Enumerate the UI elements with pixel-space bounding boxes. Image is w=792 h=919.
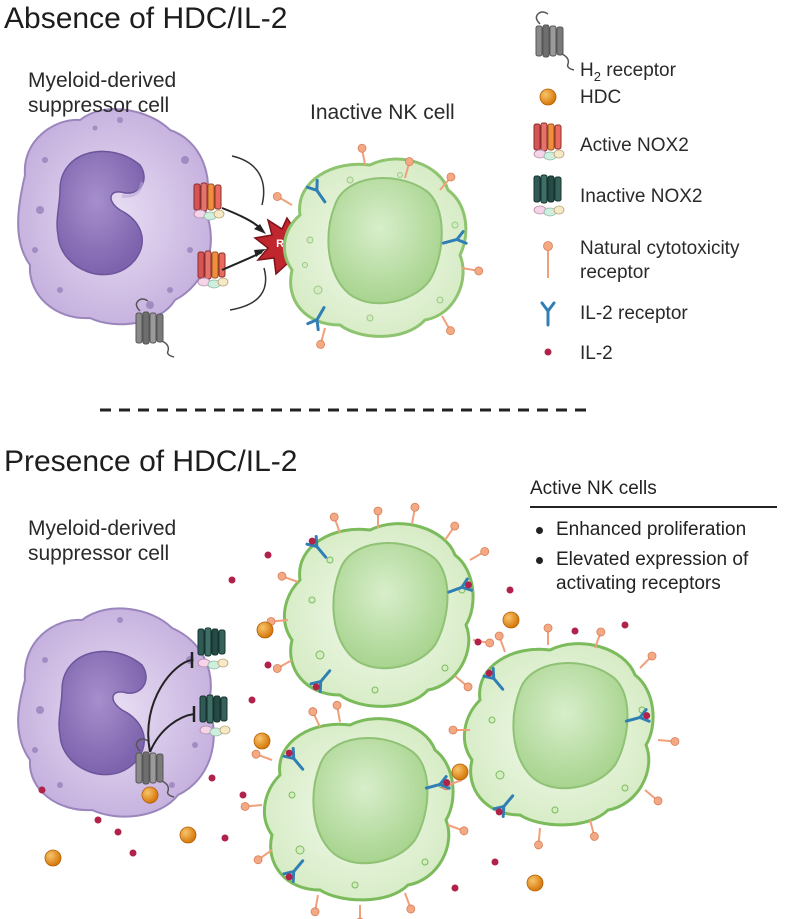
benefits-panel: Active NK cells Enhanced proliferation E… bbox=[530, 478, 777, 602]
nk-cell-active-3 bbox=[463, 642, 655, 827]
legend-ncr-label: Natural cytotoxicity receptor bbox=[580, 238, 740, 283]
legend-inactive-nox2-icon bbox=[533, 174, 565, 217]
legend-inactive-nox2-label: Inactive NOX2 bbox=[580, 186, 703, 207]
hdc-bound-bottom bbox=[141, 786, 159, 804]
legend-ncr-icon bbox=[543, 241, 553, 278]
inactive-nox2-bottom-2 bbox=[199, 694, 231, 737]
legend-hdc-icon bbox=[539, 88, 557, 106]
benefits-underline bbox=[530, 506, 777, 508]
legend-il2-receptor-label: IL-2 receptor bbox=[580, 303, 688, 324]
legend-active-nox2-label: Active NOX2 bbox=[580, 135, 689, 156]
mdsc-cell-bottom bbox=[17, 607, 215, 818]
legend-il2-label: IL-2 bbox=[580, 343, 613, 364]
benefit-item: Elevated expression of activating recept… bbox=[530, 548, 777, 596]
section-title-absence: Absence of HDC/IL-2 bbox=[4, 2, 288, 35]
legend-h2-receptor-icon bbox=[535, 11, 575, 71]
active-nox2-top-1 bbox=[193, 182, 225, 221]
legend-il2-icon bbox=[544, 348, 552, 356]
nk-cell-inactive bbox=[283, 157, 468, 338]
legend-active-nox2-icon bbox=[533, 122, 565, 161]
legend-il2-receptor-icon bbox=[540, 301, 556, 327]
benefits-title: Active NK cells bbox=[530, 478, 657, 499]
legend-h2-receptor-label: H2 receptor bbox=[580, 60, 676, 84]
nk-cell-active-2 bbox=[263, 717, 455, 902]
mdsc-cell-top bbox=[17, 108, 212, 326]
mdsc-label-bottom: Myeloid-derived suppressor cell bbox=[28, 517, 177, 565]
section-title-presence: Presence of HDC/IL-2 bbox=[4, 445, 298, 478]
benefit-item: Enhanced proliferation bbox=[530, 518, 777, 542]
legend-hdc-label: HDC bbox=[580, 87, 622, 108]
nk-cell-active-1 bbox=[283, 522, 475, 708]
mdsc-label-top: Myeloid-derived suppressor cell bbox=[28, 69, 177, 117]
nk-inactive-label: Inactive NK cell bbox=[310, 101, 455, 124]
inactive-nox2-bottom-1 bbox=[197, 627, 229, 670]
benefits-list: Enhanced proliferation Elevated expressi… bbox=[530, 518, 777, 596]
